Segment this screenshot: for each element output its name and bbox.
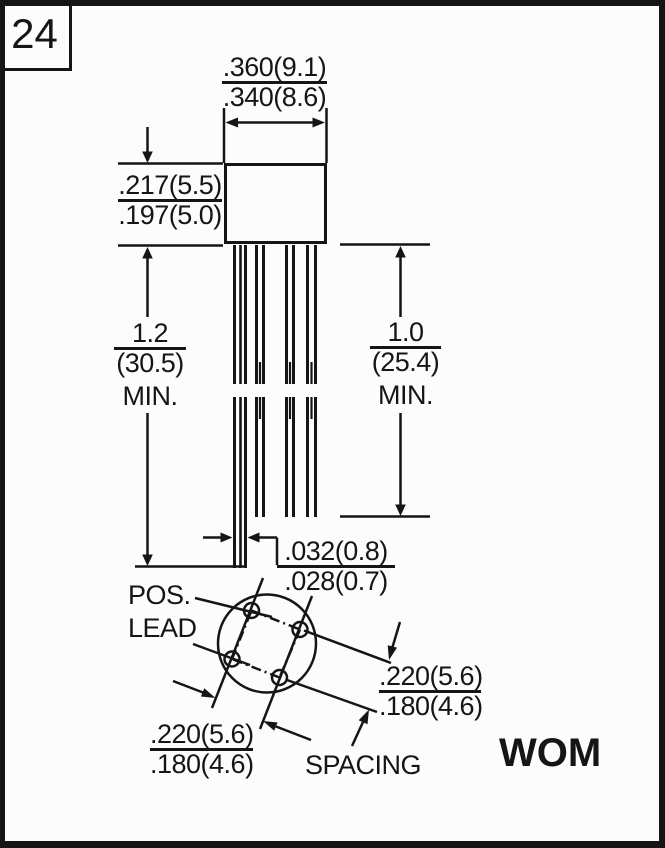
- pin-axis-line: [192, 642, 251, 667]
- arrowhead-down: [142, 554, 153, 566]
- dim-pin-spacing-right-min: .180(4.6): [379, 691, 483, 721]
- pin-axis-line: [303, 629, 392, 665]
- arrowhead-down: [142, 151, 153, 163]
- pin-axis-line: [210, 577, 265, 709]
- lead-edge: [244, 397, 247, 568]
- arrowhead-up: [395, 246, 406, 258]
- dim-pin-spacing-right: .220(5.6) .180(4.6): [379, 661, 483, 721]
- dim-pin-spacing-left-min: .180(4.6): [150, 749, 254, 779]
- lead-edge: [233, 397, 236, 568]
- pin-axis-line: [194, 596, 273, 619]
- lead-edge: [306, 245, 309, 384]
- lead-width-dimension: [203, 532, 279, 565]
- dim-lead-width-max: .032(0.8): [277, 538, 395, 568]
- bottom-view: [192, 577, 392, 730]
- arrowhead-down: [395, 504, 406, 516]
- dim-pin-spacing-left-max: .220(5.6): [150, 719, 254, 751]
- lead-length-left-dimension: [135, 258, 245, 568]
- break-dash: [288, 397, 292, 419]
- pin-top-left: [242, 601, 261, 620]
- lead-4: [306, 245, 317, 517]
- dim-body-height-max: .217(5.5): [118, 170, 222, 202]
- body-height-dimension: [118, 127, 223, 259]
- lead-centerline: [239, 245, 242, 384]
- arrowhead-left: [247, 532, 260, 543]
- dim-lead-length-right-qualifier: MIN.: [378, 380, 434, 410]
- arrowhead-right: [220, 532, 233, 543]
- lead-edge: [262, 245, 265, 384]
- arrowhead-up: [142, 247, 153, 259]
- dim-lead-width-min: .028(0.7): [284, 566, 388, 596]
- dim-body-width: .360(9.1) .340(8.6): [222, 54, 327, 111]
- pos-lead-label-line2: LEAD: [128, 613, 197, 643]
- lead-edge: [314, 245, 317, 384]
- lead-edge: [233, 245, 236, 384]
- dim-pin-spacing-left: .220(5.6) .180(4.6): [150, 719, 254, 779]
- lead-3: [285, 245, 295, 517]
- lead-edge: [285, 245, 288, 384]
- break-dash: [310, 397, 313, 419]
- pin-axis-line: [258, 595, 314, 730]
- break-dash: [258, 362, 262, 384]
- arrow-stem: [391, 621, 402, 648]
- arrow-stem: [172, 679, 204, 694]
- figure-number: 24: [11, 10, 58, 57]
- lead-edge: [292, 397, 295, 517]
- pin-spacing-right-dimension: [350, 621, 402, 747]
- dim-body-width-max: .360(9.1): [222, 52, 327, 84]
- arrow-stem: [350, 721, 365, 747]
- pin-bottom-left: [223, 650, 241, 668]
- arrowhead-right: [312, 117, 325, 128]
- dim-body-height: .217(5.5) .197(5.0): [118, 172, 222, 229]
- lead-centerline: [239, 397, 242, 568]
- break-dash: [310, 362, 313, 384]
- lead-edge: [285, 397, 288, 517]
- dim-body-width-min: .340(8.6): [222, 82, 327, 112]
- dim-body-height-min: .197(5.0): [118, 200, 222, 230]
- arrowhead: [358, 709, 369, 725]
- pos-lead-label-line1: POS.: [128, 580, 191, 610]
- lead-edge: [255, 245, 258, 384]
- arrowhead: [263, 721, 278, 731]
- lead-edge: [262, 397, 265, 517]
- arrowhead: [200, 688, 216, 698]
- dim-lead-length-right: 1.0 (25.4) MIN.: [370, 319, 441, 409]
- figure-number-box: 24: [0, 0, 72, 71]
- lead-1-positive: [233, 245, 247, 568]
- package-outline-circle: [216, 593, 318, 694]
- lead-edge: [244, 245, 247, 384]
- dim-lead-length-right-mm: (25.4): [371, 347, 440, 377]
- dim-pin-spacing-right-max: .220(5.6): [379, 661, 483, 693]
- arrow-stem: [275, 725, 312, 742]
- pin-bottom-right: [270, 668, 289, 687]
- pos-lead-label: POS. LEAD: [128, 579, 197, 645]
- dim-lead-length-left-qualifier: MIN.: [122, 381, 179, 411]
- lead-edge: [292, 245, 295, 384]
- lead-edge: [306, 397, 309, 517]
- pin-spacing-left-dimension: [172, 679, 312, 742]
- break-dash: [288, 362, 292, 384]
- dim-lead-length-left: 1.2 (30.5) MIN.: [114, 320, 186, 410]
- pin-top-right: [291, 620, 309, 639]
- dim-lead-length-left-mm: (30.5): [116, 348, 184, 378]
- lead-edge: [314, 397, 317, 517]
- pin-axis-line: [286, 678, 378, 714]
- dim-lead-length-left-inch: 1.2: [114, 320, 186, 350]
- package-name: WOM: [499, 731, 602, 775]
- spacing-label: SPACING: [305, 750, 422, 780]
- lead-edge: [255, 397, 258, 517]
- lead-length-right-dimension: [340, 243, 430, 518]
- break-dash: [258, 397, 262, 419]
- dim-lead-length-right-inch: 1.0: [370, 319, 441, 349]
- lead-2: [255, 245, 265, 517]
- dim-lead-width: .032(0.8) .028(0.7): [277, 538, 395, 595]
- package-body: [224, 163, 327, 244]
- arrowhead: [387, 645, 397, 660]
- arrowhead-left: [225, 117, 238, 128]
- body-width-dimension: [222, 108, 328, 163]
